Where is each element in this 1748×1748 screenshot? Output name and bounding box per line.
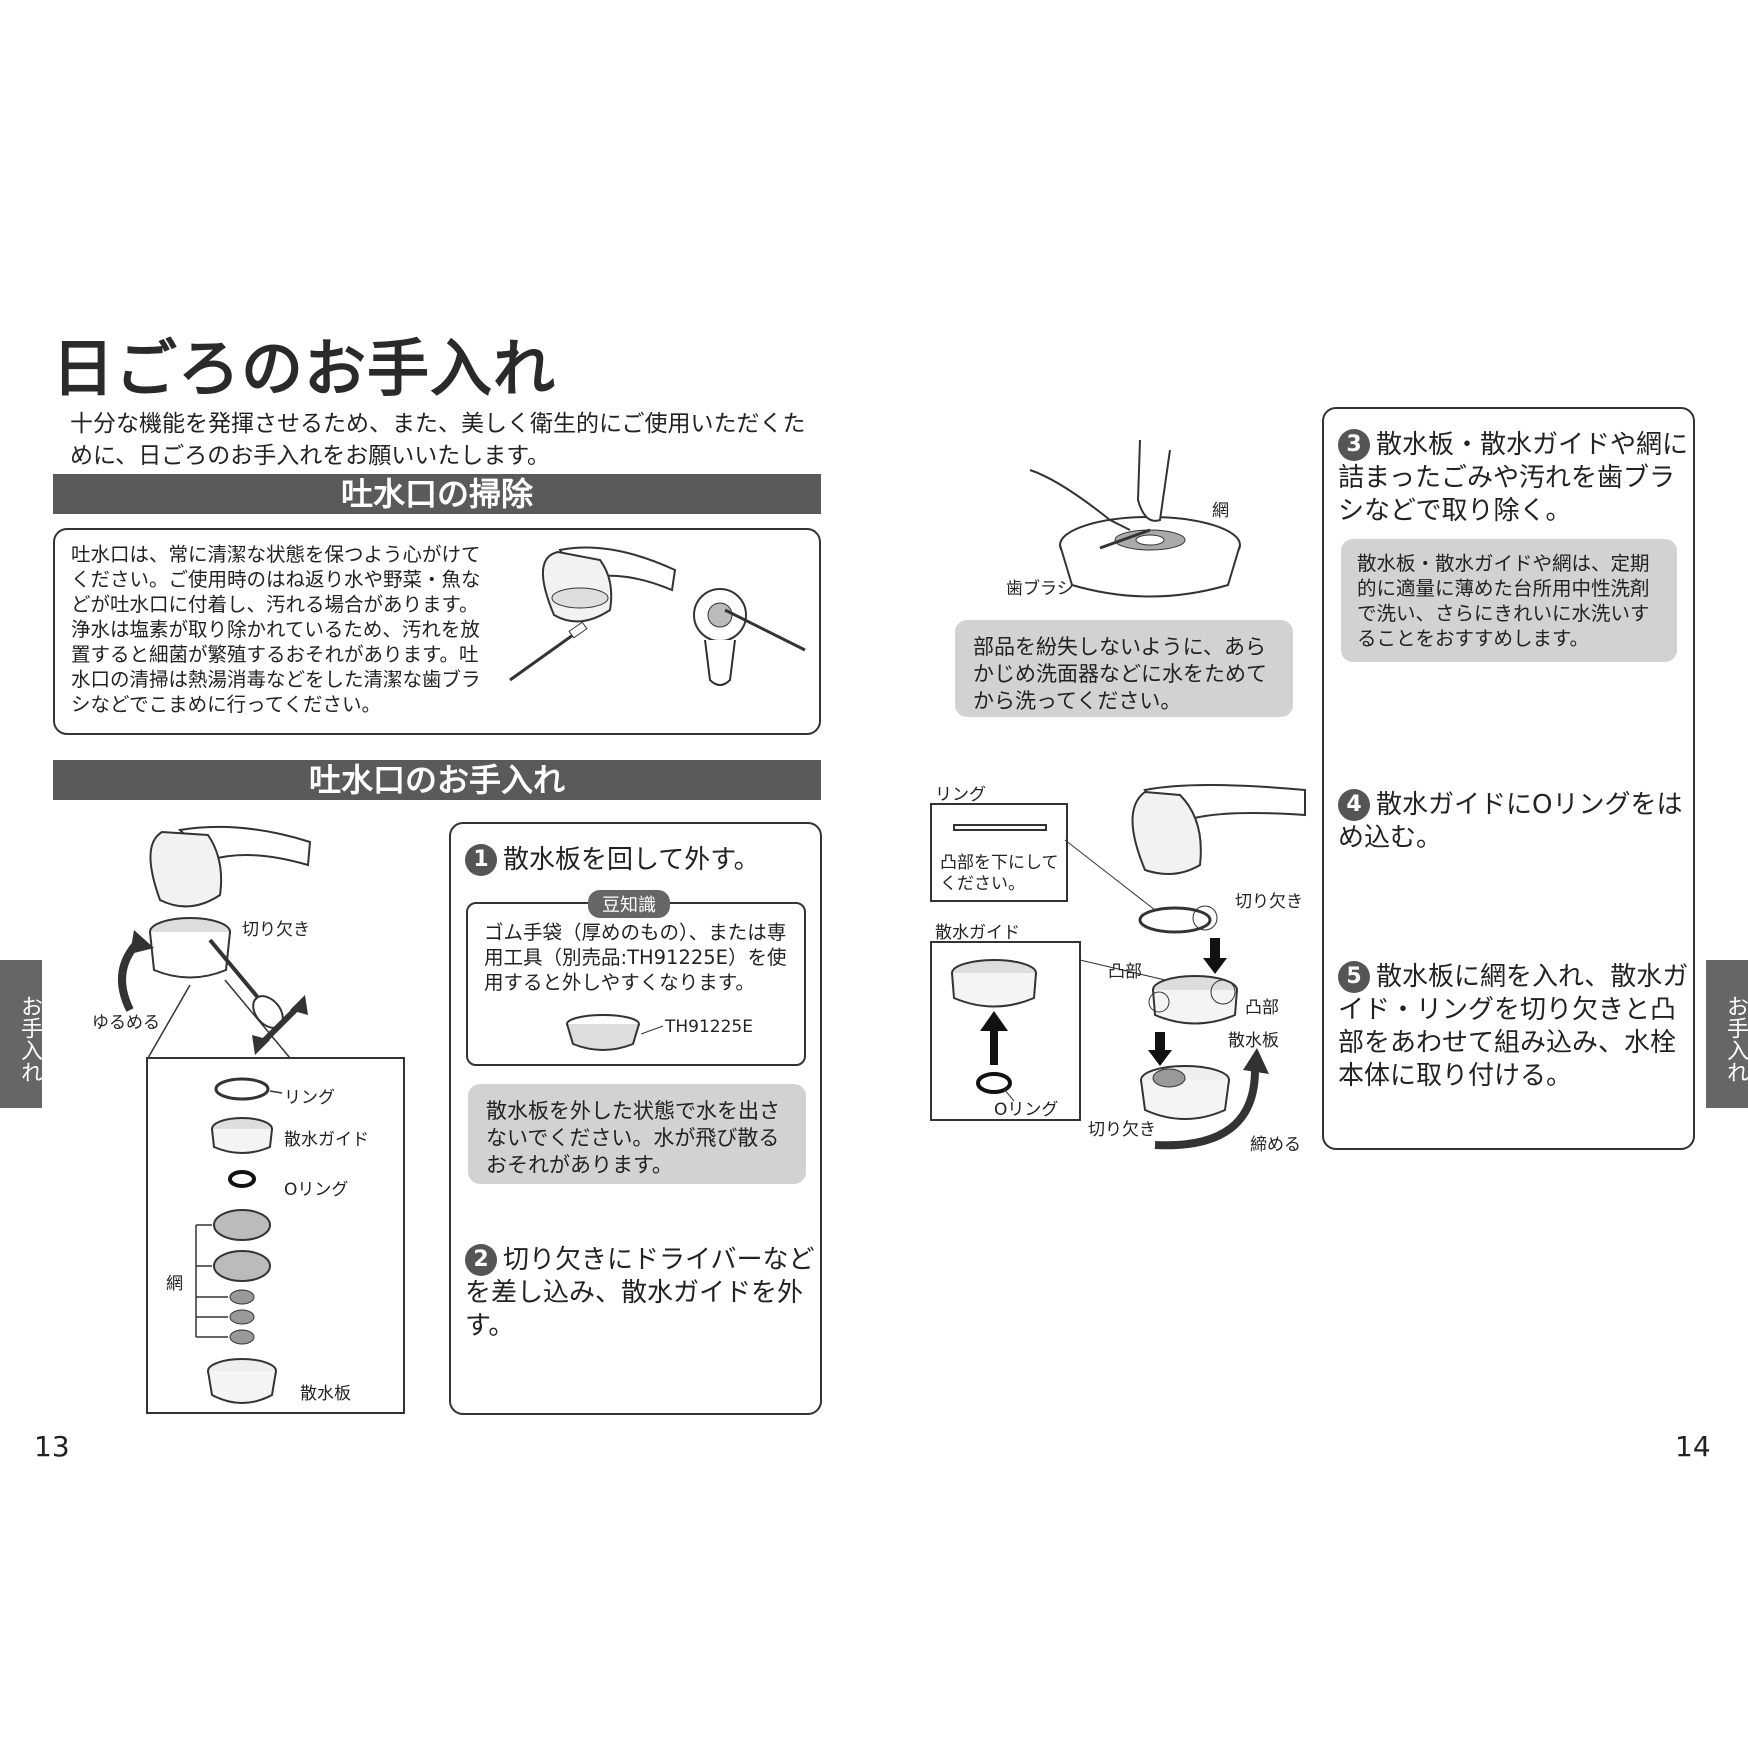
label-tighten: 締める <box>1250 1135 1301 1155</box>
step-4-number: 4 <box>1338 789 1370 821</box>
warning-no-water: 散水板を外した状態で水を出さないでください。水が飛び散るおそれがあります。 <box>468 1084 806 1184</box>
label-loosen: ゆるめる <box>92 1013 160 1033</box>
label-notch-right: 切り欠き <box>1235 892 1303 912</box>
guide-inset-box: Oリング <box>930 941 1081 1121</box>
parts-explosion-box: リング 散水ガイド Oリング 網 散水板 <box>146 1057 405 1414</box>
parts-diagram <box>195 1077 283 1404</box>
label-guide-right: 散水ガイド <box>935 923 1020 943</box>
intro-text: 十分な機能を発揮させるため、また、美しく衛生的にご使用いただくために、日ごろのお… <box>70 411 806 469</box>
step-2-text: 切り欠きにドライバーなどを差し込み、散水ガイドを外す。 <box>465 1245 815 1341</box>
page-number-left: 13 <box>34 1430 70 1463</box>
section-heading-maintenance: 吐水口のお手入れ <box>53 760 821 800</box>
reassembly-diagram <box>1064 784 1306 1150</box>
label-ring-left: リング <box>284 1088 335 1108</box>
faucet-removal-illustration <box>118 825 312 1059</box>
label-convex-down: 凸部を下にしてください。 <box>940 853 1059 894</box>
special-tool-illustration <box>566 1014 664 1051</box>
note-use-basin: 部品を紛失しないように、あらかじめ洗面器などに水をためてから洗ってください。 <box>955 620 1293 717</box>
label-plate-left: 散水板 <box>300 1384 351 1404</box>
label-oring-right: Oリング <box>994 1100 1059 1120</box>
step-5-number: 5 <box>1338 961 1370 993</box>
label-notch-bottom: 切り欠き <box>1088 1120 1156 1140</box>
side-tab-right: お手入れ <box>1706 960 1748 1108</box>
label-guide-left: 散水ガイド <box>284 1130 369 1150</box>
faucet-cleaning-illustration <box>509 546 806 686</box>
label-oring-left: Oリング <box>284 1180 349 1200</box>
guide-oring-diagram <box>951 959 1037 1102</box>
step-1-text: 散水板を回して外す。 <box>503 845 760 875</box>
step-4-text: 散水ガイドにOリングをはめ込む。 <box>1338 790 1683 853</box>
section-heading-cleaning: 吐水口の掃除 <box>53 474 821 514</box>
step-1-number: 1 <box>465 844 497 876</box>
step-3-text: 散水板・散水ガイドや網に詰まったごみや汚れを歯ブラシなどで取り除く。 <box>1338 430 1689 526</box>
step-3-number: 3 <box>1338 429 1370 461</box>
label-ring-right: リング <box>935 785 986 805</box>
tool-label: TH91225E <box>665 1017 753 1037</box>
tip-text: ゴム手袋（厚めのもの）、または専用工具（別売品:TH91225E）を使用すると外… <box>484 921 787 994</box>
label-mesh-left: 網 <box>166 1274 183 1294</box>
label-notch-left: 切り欠き <box>242 920 310 940</box>
side-tab-left: お手入れ <box>0 960 42 1108</box>
step-5-text: 散水板に網を入れ、散水ガイド・リングを切り欠きと凸部をあわせて組み込み、水栓本体… <box>1338 962 1689 1091</box>
step-2-number: 2 <box>465 1244 497 1276</box>
note-detergent: 散水板・散水ガイドや網は、定期的に適量に薄めた台所用中性洗剤で洗い、さらにきれい… <box>1341 539 1677 662</box>
label-plate-right: 散水板 <box>1228 1031 1279 1051</box>
label-convex-1: 凸部 <box>1108 962 1142 982</box>
label-convex-2: 凸部 <box>1245 998 1279 1018</box>
tip-box: 豆知識 ゴム手袋（厚めのもの）、または専用工具（別売品:TH91225E）を使用… <box>466 890 806 1066</box>
basin-washing-illustration <box>1029 439 1241 598</box>
ring-side-view <box>953 824 1047 831</box>
tip-badge: 豆知識 <box>588 890 670 918</box>
ring-inset-box: 凸部を下にしてください。 <box>930 803 1068 902</box>
label-mesh-right: 網 <box>1212 501 1229 521</box>
page-number-right: 14 <box>1675 1430 1711 1463</box>
label-toothbrush: 歯ブラシ <box>1006 579 1074 599</box>
cleaning-box: 吐水口は、常に清潔な状態を保つよう心がけてください。ご使用時のはね返り水や野菜・… <box>53 528 821 735</box>
page-title: 日ごろのお手入れ <box>52 332 557 405</box>
cleaning-body: 吐水口は、常に清潔な状態を保つよう心がけてください。ご使用時のはね返り水や野菜・… <box>71 543 481 716</box>
